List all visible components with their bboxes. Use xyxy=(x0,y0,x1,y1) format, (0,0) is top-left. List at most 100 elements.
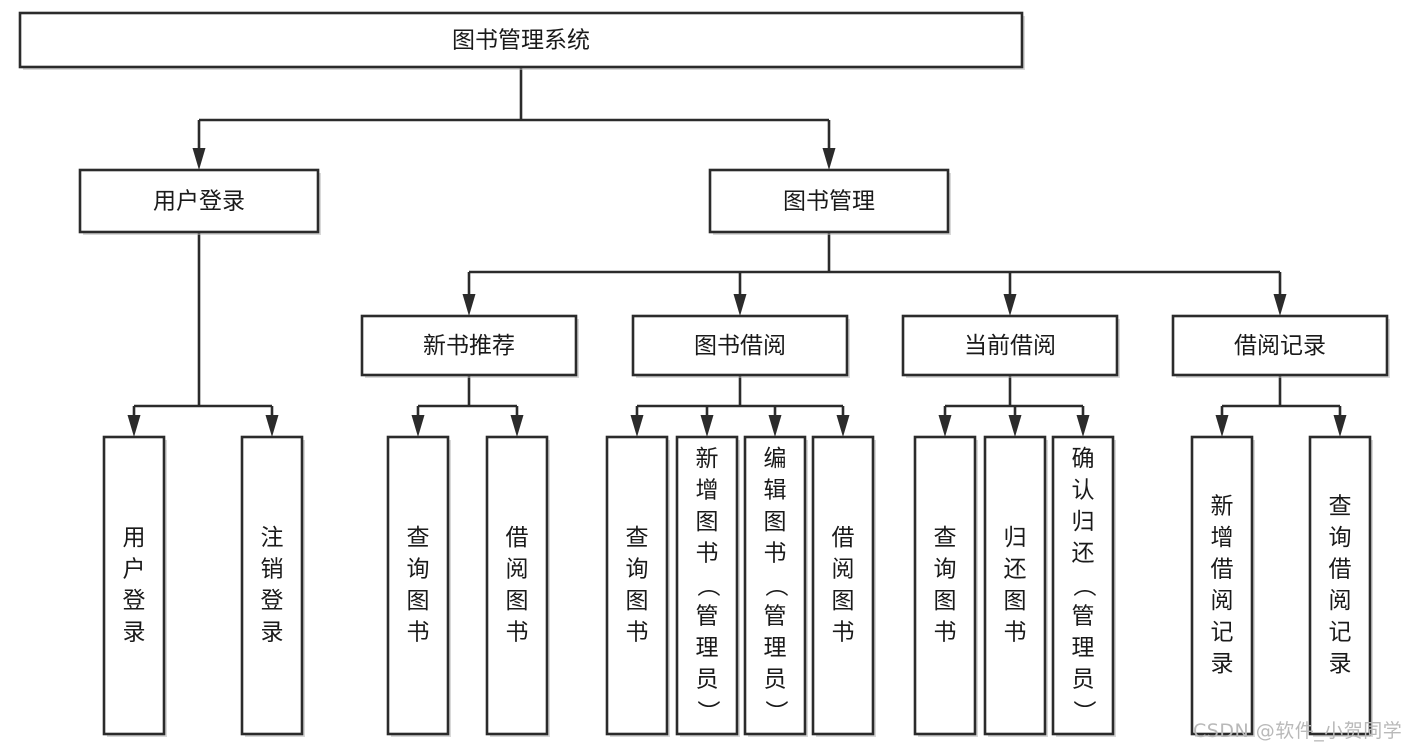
node-label: 图书借阅 xyxy=(694,333,786,359)
svg-text:图: 图 xyxy=(506,588,529,614)
node-box[interactable] xyxy=(360,314,578,377)
svg-text:阅: 阅 xyxy=(1329,588,1352,614)
node-book-borrow[interactable]: 图书借阅 xyxy=(631,314,850,378)
node-box[interactable] xyxy=(708,168,950,234)
svg-text:借: 借 xyxy=(506,525,529,551)
svg-text:（: （ xyxy=(1071,574,1097,597)
svg-text:编: 编 xyxy=(764,446,787,472)
node-label: 图书管理系统 xyxy=(452,28,590,54)
svg-text:户: 户 xyxy=(123,556,146,582)
svg-text:销: 销 xyxy=(261,556,284,582)
node-label: 新书推荐 xyxy=(423,333,515,359)
svg-text:用: 用 xyxy=(123,525,146,551)
node-box[interactable] xyxy=(983,435,1047,736)
svg-text:确: 确 xyxy=(1072,446,1095,472)
svg-text:录: 录 xyxy=(123,619,146,645)
nodes-layer: 图书管理系统用户登录图书管理新书推荐图书借阅当前借阅借阅记录用户登录注销登录查询… xyxy=(18,11,1390,737)
edge-group-book-manage xyxy=(462,232,1287,316)
node-box[interactable] xyxy=(240,435,304,736)
svg-text:借: 借 xyxy=(832,525,855,551)
node-box[interactable] xyxy=(913,435,977,736)
svg-text:图: 图 xyxy=(407,588,430,614)
svg-text:图: 图 xyxy=(626,588,649,614)
node-box[interactable] xyxy=(1308,435,1372,736)
svg-text:登: 登 xyxy=(123,588,146,614)
node-box[interactable] xyxy=(811,435,875,736)
edge-group-book-borrow xyxy=(630,375,850,437)
svg-text:询: 询 xyxy=(934,556,957,582)
svg-text:查: 查 xyxy=(1329,493,1352,519)
svg-text:理: 理 xyxy=(696,635,719,661)
svg-text:员: 员 xyxy=(1072,667,1095,693)
edge-group-current-borrow xyxy=(938,375,1090,437)
svg-text:书: 书 xyxy=(626,619,649,645)
node-box[interactable] xyxy=(386,435,450,736)
node-box[interactable] xyxy=(1190,435,1254,736)
svg-text:图: 图 xyxy=(764,509,787,535)
node-current-borrow[interactable]: 当前借阅 xyxy=(901,314,1120,378)
node-box[interactable] xyxy=(1171,314,1389,377)
node-box[interactable] xyxy=(78,168,320,234)
svg-text:借: 借 xyxy=(1329,556,1352,582)
node-new-book-recommend[interactable]: 新书推荐 xyxy=(360,314,579,378)
svg-text:理: 理 xyxy=(1072,635,1095,661)
svg-text:书: 书 xyxy=(764,541,787,567)
node-book-manage[interactable]: 图书管理 xyxy=(708,168,951,235)
svg-text:书: 书 xyxy=(696,541,719,567)
node-root[interactable]: 图书管理系统 xyxy=(18,11,1025,70)
edge-group-root xyxy=(192,67,836,170)
node-box[interactable] xyxy=(743,435,807,736)
node-box[interactable] xyxy=(901,314,1119,377)
node-borrow-record[interactable]: 借阅记录 xyxy=(1171,314,1390,378)
svg-text:记: 记 xyxy=(1329,619,1352,645)
node-label: 借阅记录 xyxy=(1234,333,1326,359)
node-box[interactable] xyxy=(1051,435,1115,736)
node-label: 图书管理 xyxy=(783,189,875,215)
svg-text:询: 询 xyxy=(407,556,430,582)
svg-text:录: 录 xyxy=(261,619,284,645)
node-box[interactable] xyxy=(631,314,849,377)
node-box[interactable] xyxy=(18,11,1024,69)
svg-text:（: （ xyxy=(763,574,789,597)
node-user-login[interactable]: 用户登录 xyxy=(78,168,321,235)
node-box[interactable] xyxy=(485,435,549,736)
node-box[interactable] xyxy=(675,435,739,736)
svg-text:查: 查 xyxy=(407,525,430,551)
svg-text:图: 图 xyxy=(1004,588,1027,614)
node-leaf-user-login[interactable]: 用户登录 xyxy=(102,435,167,737)
svg-text:管: 管 xyxy=(696,604,719,630)
svg-text:记: 记 xyxy=(1211,619,1234,645)
node-box[interactable] xyxy=(102,435,166,736)
edge-group-borrow-record xyxy=(1215,375,1347,437)
edges-layer xyxy=(127,67,1347,437)
svg-text:辑: 辑 xyxy=(764,478,787,504)
svg-text:归: 归 xyxy=(1004,525,1027,551)
svg-text:查: 查 xyxy=(934,525,957,551)
svg-text:（: （ xyxy=(695,574,721,597)
svg-text:还: 还 xyxy=(1072,541,1095,567)
node-box[interactable] xyxy=(605,435,669,736)
svg-text:）: ） xyxy=(763,700,789,723)
node-label: 用户登录 xyxy=(123,525,146,646)
svg-text:询: 询 xyxy=(1329,525,1352,551)
